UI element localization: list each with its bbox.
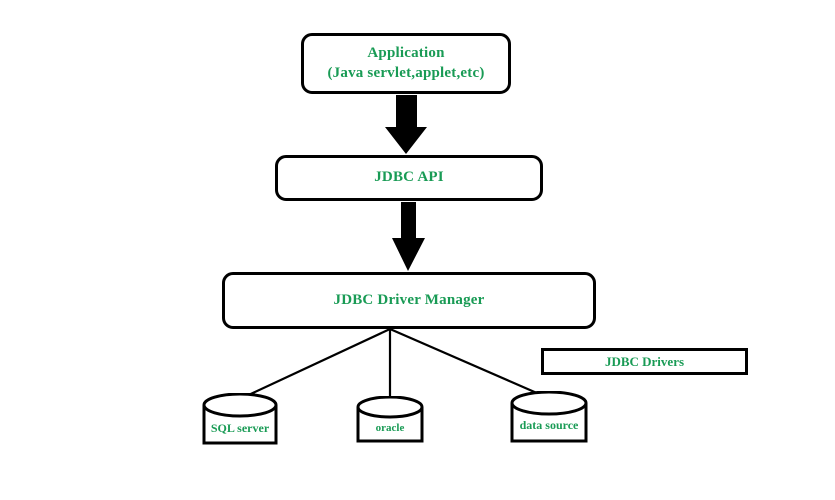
datastore-data-source[interactable]: data source [508, 391, 590, 449]
node-jdbc-drivers-label: JDBC Drivers [604, 353, 685, 369]
connector-driver-manager-to-data-source [389, 327, 547, 399]
node-jdbc-driver-manager[interactable]: JDBC Driver Manager [222, 272, 596, 329]
database-cylinder-icon [356, 396, 424, 443]
datastore-oracle[interactable]: oracle [355, 396, 425, 448]
datastore-sql-server[interactable]: SQL server [200, 393, 280, 451]
node-application[interactable]: Application (Java servlet,applet,etc) [301, 33, 511, 94]
node-application-label: Application (Java servlet,applet,etc) [327, 45, 485, 81]
node-jdbc-api-label: JDBC API [374, 169, 444, 186]
node-jdbc-api[interactable]: JDBC API [275, 155, 543, 201]
connector-driver-manager-to-sql-server [239, 328, 391, 400]
node-jdbc-drivers[interactable]: JDBC Drivers [541, 348, 748, 375]
database-cylinder-icon [202, 393, 278, 445]
arrow-jdbc-api-to-driver-manager [392, 202, 425, 271]
arrow-application-to-jdbc-api [385, 95, 427, 154]
database-cylinder-icon [510, 391, 588, 443]
node-jdbc-driver-manager-label: JDBC Driver Manager [333, 291, 485, 308]
